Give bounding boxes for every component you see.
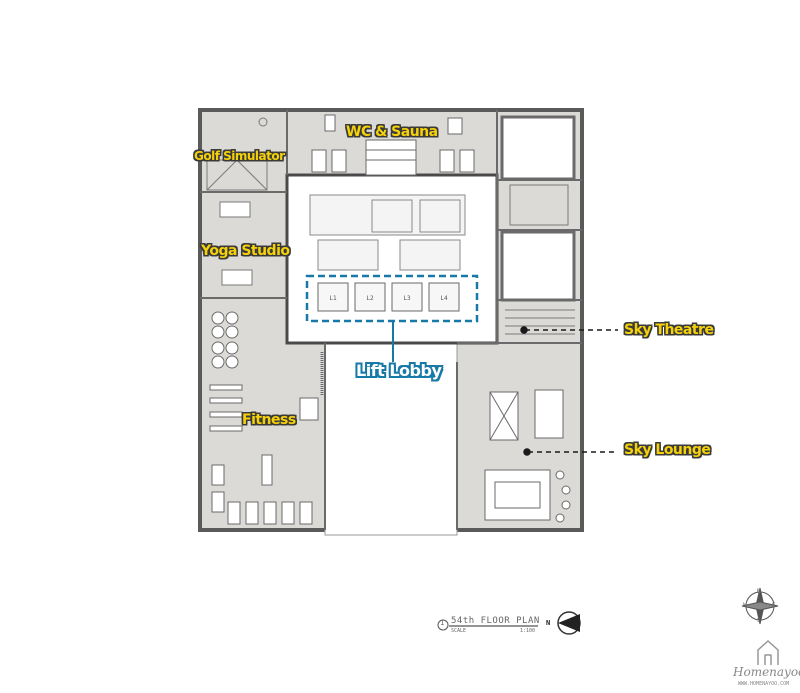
courtyard [324,341,458,536]
wc-fixtures [311,114,475,176]
title-block-scale-label: SCALE [451,628,467,634]
label-fitness: Fitness [242,412,296,428]
title-block-number: 1 [440,619,445,627]
lift-1-label: L1 [329,295,337,302]
north-label: N [546,619,551,627]
lift-2-label: L2 [366,295,374,302]
compass-rose-icon [741,587,779,625]
compass-e: E [772,602,776,609]
title-block-title: 54th FLOOR PLAN [451,616,540,626]
label-sky-lounge: Sky Lounge [624,442,711,458]
label-yoga-studio: Yoga Studio [201,243,290,259]
lift-cars [317,282,460,312]
compass-w: W [743,602,747,609]
fitness-equipment [209,311,324,525]
lift-lobby-highlight [305,274,479,362]
lift-3-label: L3 [403,295,411,302]
yoga-mats [219,201,253,286]
label-golf-simulator: Golf Simulator [194,149,285,163]
leader-lines [520,326,618,456]
label-sky-theatre: Sky Theatre [624,322,714,338]
lift-4-label: L4 [440,295,448,302]
stair-core [309,194,466,271]
brand-name: Homenayoo [733,665,800,679]
golf-simulator-bay [206,117,268,191]
lift-car-labels: L1 L2 L3 L4 [329,295,448,302]
title-block-scale-value: 1:100 [520,628,536,634]
sky-theatre-steps [505,309,575,335]
sky-lounge-furniture [484,389,571,523]
label-lift-lobby: Lift Lobby [356,361,442,380]
brand-url: WWW.HOMENAYOO.COM [738,681,790,687]
partitions [200,110,582,530]
title-block [437,611,581,635]
compass-n: N [757,588,761,595]
house-logo-icon [757,639,779,665]
label-wc-sauna: WC & Sauna [346,124,438,140]
compass-s: S [757,617,761,624]
right-rooms [500,115,576,302]
